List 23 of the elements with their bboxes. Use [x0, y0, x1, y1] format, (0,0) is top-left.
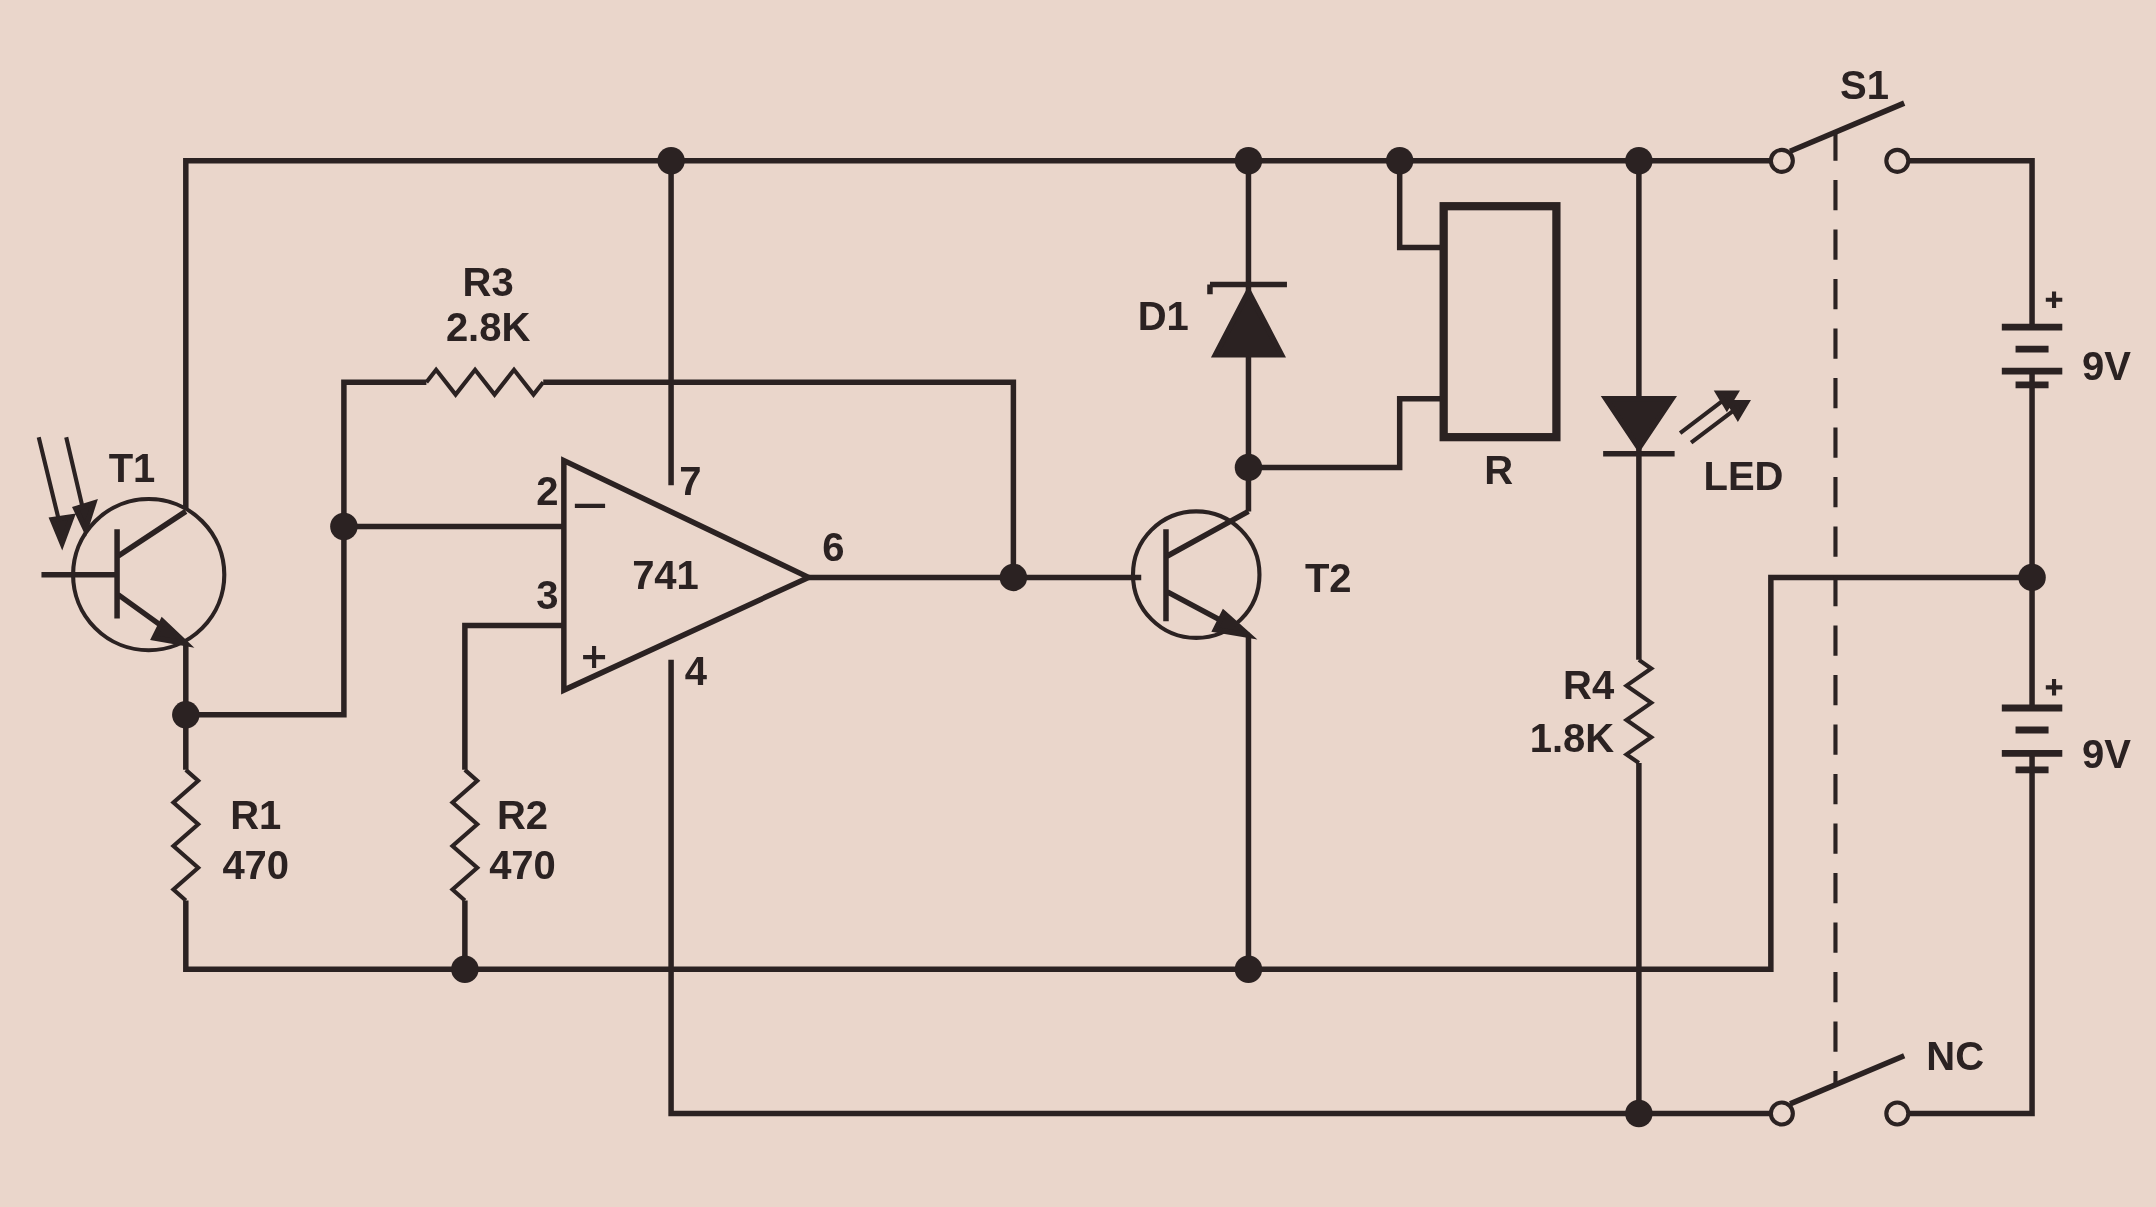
resistor-label: R4: [1563, 664, 1615, 705]
switch-label: NC: [1926, 1036, 1985, 1076]
diode-label: D1: [1137, 296, 1189, 337]
voltage-label: 9V: [2082, 345, 2131, 386]
pin-number: 6: [822, 527, 845, 568]
resistor-value: 470: [489, 844, 556, 885]
resistor-value: 2.8K: [445, 307, 531, 348]
pin-number: 2: [536, 470, 559, 511]
relay-label: R: [1484, 450, 1514, 491]
transistor-label: T1: [108, 447, 156, 488]
transistor-label: T2: [1304, 557, 1352, 598]
resistor-label: R2: [496, 795, 549, 836]
op-amp-label: 741: [632, 554, 699, 595]
led-label: LED: [1703, 455, 1784, 496]
pin-number: 7: [679, 461, 702, 502]
resistor-label: R3: [462, 261, 514, 302]
switch-label: S1: [1840, 65, 1889, 106]
pin-number: 3: [536, 575, 559, 616]
voltage-label: 9V: [2082, 733, 2131, 774]
resistor-value: 470: [222, 844, 290, 885]
resistor-value: 1.8K: [1529, 718, 1615, 759]
resistor-label: R1: [230, 795, 282, 836]
pin-number: 4: [684, 651, 707, 691]
